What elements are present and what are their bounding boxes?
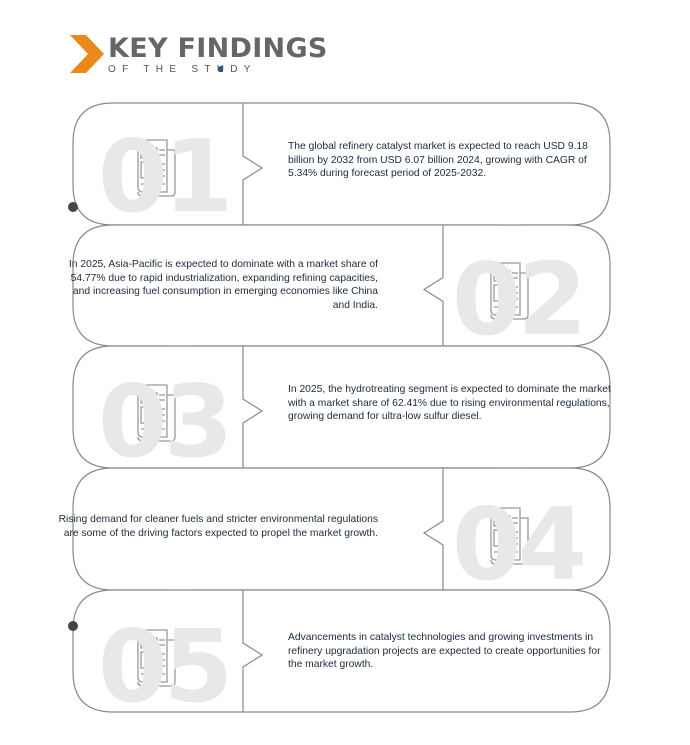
finding-2-number: 02 [452, 241, 587, 358]
subtitle-dot [218, 66, 223, 72]
timeline-dot-bottom [68, 621, 78, 631]
finding-4-divider [422, 468, 444, 590]
finding-4-text: Rising demand for cleaner fuels and stri… [58, 514, 378, 539]
finding-3-number: 03 [98, 363, 233, 480]
finding-3-text: In 2025, the hydrotreating segment is ex… [288, 384, 611, 422]
finding-5-bubble [72, 589, 611, 713]
finding-3-divider [242, 346, 264, 468]
newspaper-icon [487, 262, 529, 320]
finding-2-divider [422, 225, 444, 346]
finding-1-text: The global refinery catalyst market is e… [288, 141, 588, 179]
page-title: KEY FINDINGS [108, 33, 328, 64]
finding-1-number: 01 [98, 118, 233, 235]
page-subtitle: OF THE STUDY [108, 64, 257, 75]
chevron-logo-icon [70, 35, 104, 73]
finding-1-divider [242, 103, 264, 225]
finding-5-number: 05 [98, 608, 233, 725]
newspaper-icon [134, 384, 176, 442]
newspaper-icon [487, 507, 529, 565]
finding-4-number: 04 [452, 486, 587, 603]
finding-5-divider [242, 590, 264, 712]
newspaper-icon [134, 139, 176, 197]
finding-2-text: In 2025, Asia-Pacific is expected to dom… [68, 259, 378, 311]
timeline-dot-top [68, 202, 78, 212]
finding-5-text: Advancements in catalyst technologies an… [288, 632, 601, 670]
newspaper-icon [134, 629, 176, 687]
